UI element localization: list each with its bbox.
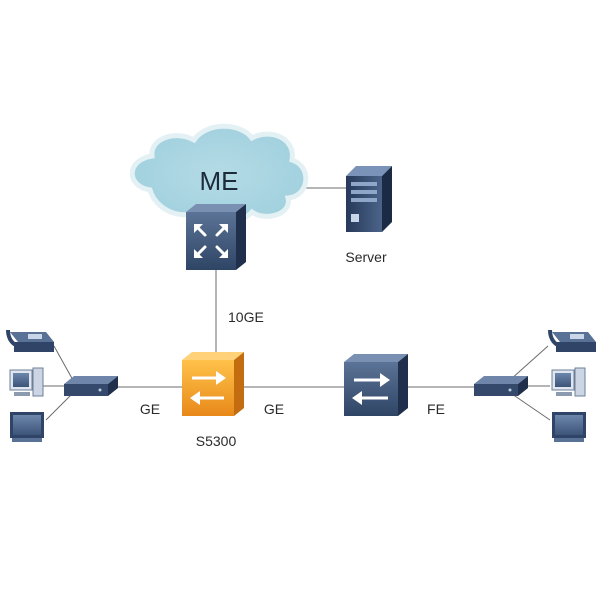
me-router [186, 204, 246, 270]
right-pc [551, 367, 586, 397]
left-pc [9, 367, 44, 397]
link-left-access-phone [53, 345, 75, 383]
uplink-label: 10GE [228, 309, 264, 325]
link-left-access-monitor [45, 391, 75, 421]
right-access-device [474, 376, 528, 396]
left-monitor [10, 412, 44, 442]
aggregation-switch [344, 354, 408, 416]
right-link-label: FE [427, 401, 445, 417]
left-access-device [64, 376, 118, 396]
s5300-label: S5300 [196, 433, 237, 449]
middle-link-label: GE [264, 401, 284, 417]
left-link-label: GE [140, 401, 160, 417]
link-right-access-phone [509, 345, 549, 381]
server: Server [345, 166, 392, 265]
s5300-switch: S5300 [182, 352, 244, 449]
right-monitor [552, 412, 586, 442]
me-cloud: ME [129, 123, 309, 225]
link-right-access-monitor [511, 393, 551, 421]
left-phone [6, 329, 54, 352]
right-phone [548, 329, 596, 352]
server-label: Server [345, 249, 387, 265]
links [42, 187, 551, 421]
cloud-label: ME [200, 166, 239, 196]
